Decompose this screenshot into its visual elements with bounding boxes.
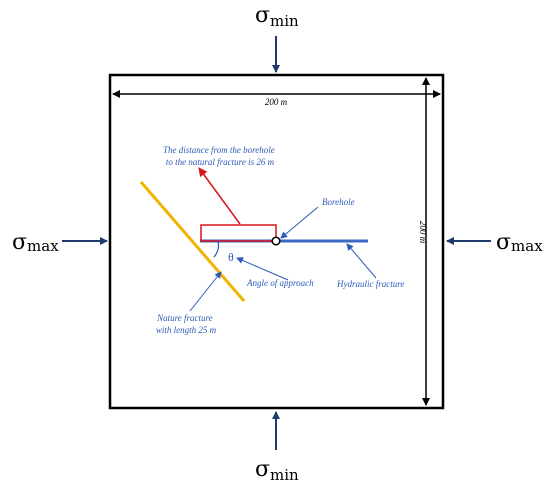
nature-fracture-note: Nature fracture with length 25 m: [156, 313, 217, 335]
distance-box: [200, 224, 277, 242]
sigma-max-left-label: σmax: [12, 230, 59, 255]
sigma-min-bottom-label: σmin: [255, 457, 299, 484]
borehole-pointer-arrow: [280, 206, 319, 239]
domain-boundary: [108, 73, 445, 410]
distance-pointer-arrow: [198, 167, 241, 225]
theta-label: θ: [228, 250, 234, 264]
angle-pointer-arrow: [236, 257, 289, 281]
sigma-min-top-label: σmin: [255, 3, 299, 30]
sigma-max-right-label: σmax: [496, 230, 543, 255]
height-dimension-label: 200 m: [418, 221, 428, 244]
borehole-icon: [271, 236, 281, 246]
nature-fracture-pointer-arrow: [189, 271, 222, 312]
hydraulic-fracture-label: Hydraulic fracture: [336, 279, 404, 289]
distance-note: The distance from the borehole to the na…: [163, 145, 277, 167]
width-dimension-label: 200 m: [265, 97, 288, 107]
hydraulic-pointer-arrow: [346, 243, 377, 279]
borehole-label: Borehole: [322, 197, 355, 207]
natural-fracture: [139, 181, 246, 302]
angle-arc: [213, 240, 220, 258]
angle-of-approach-label: Angle of approach: [246, 278, 314, 288]
